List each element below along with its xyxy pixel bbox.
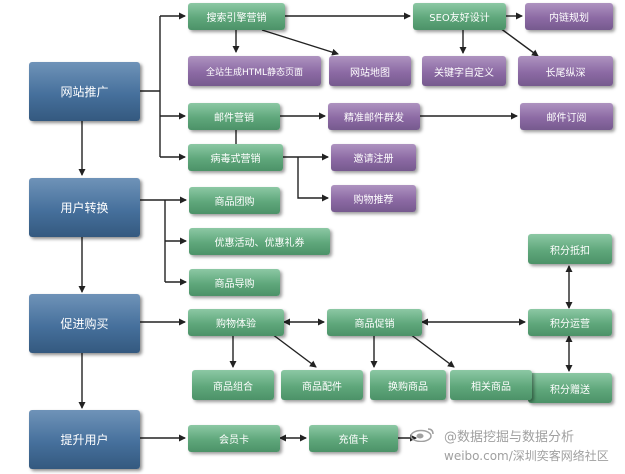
arrow-viral-to-recommend <box>297 157 329 202</box>
node-product-combo: 商品组合 <box>192 370 274 400</box>
weibo-logo-icon <box>410 428 434 442</box>
node-search-engine-marketing: 搜索引擎营销 <box>188 3 285 30</box>
node-long-tail: 长尾纵深 <box>518 56 613 86</box>
arrow-sem-to-sitemap <box>261 29 339 56</box>
arrow-promotion-to-related <box>409 333 455 368</box>
node-shopping-recommend: 购物推荐 <box>331 185 416 212</box>
node-points-redeem: 积分抵扣 <box>528 234 612 264</box>
node-static-pages: 全站生成HTML静态页面 <box>188 56 321 86</box>
node-promotions: 优惠活动、优惠礼券 <box>189 228 330 255</box>
arrow-seo-to-longtail <box>499 27 539 57</box>
node-user-conversion: 用户转换 <box>29 178 140 237</box>
watermark: @数据挖掘与数据分析 weibo.com/深圳奕客网络社区 <box>404 422 625 474</box>
node-shopping-experience: 购物体验 <box>188 309 284 336</box>
node-member-card: 会员卡 <box>188 425 280 452</box>
node-promote-purchase: 促进购买 <box>29 294 140 353</box>
watermark-url: weibo.com/深圳奕客网络社区 <box>444 449 609 463</box>
node-site-map: 网站地图 <box>329 56 411 86</box>
node-points-operation: 积分运营 <box>528 309 612 336</box>
node-site-promotion: 网站推广 <box>29 62 140 121</box>
node-internal-links: 内链规划 <box>525 3 613 30</box>
node-seo-design: SEO友好设计 <box>413 3 506 30</box>
node-invite-register: 邀请注册 <box>331 144 416 171</box>
node-accessories: 商品配件 <box>281 370 363 400</box>
node-precise-email: 精准邮件群发 <box>328 103 420 130</box>
node-custom-keywords: 关键字自定义 <box>422 56 506 86</box>
node-product-promotion: 商品促销 <box>327 309 422 336</box>
node-points-gift: 积分赠送 <box>528 373 612 403</box>
node-email-subscription: 邮件订阅 <box>520 103 613 130</box>
watermark-account: @数据挖掘与数据分析 <box>444 430 575 445</box>
arrow-experience-to-accessories <box>271 333 317 368</box>
node-email-marketing: 邮件营销 <box>188 103 280 130</box>
node-trade-in: 换购商品 <box>370 370 446 400</box>
node-related-products: 相关商品 <box>450 370 532 400</box>
node-upgrade-users: 提升用户 <box>29 410 140 469</box>
node-viral-marketing: 病毒式营销 <box>188 144 283 171</box>
node-group-buy: 商品团购 <box>189 187 280 214</box>
node-product-guide: 商品导购 <box>189 269 280 296</box>
node-recharge-card: 充值卡 <box>309 425 398 452</box>
